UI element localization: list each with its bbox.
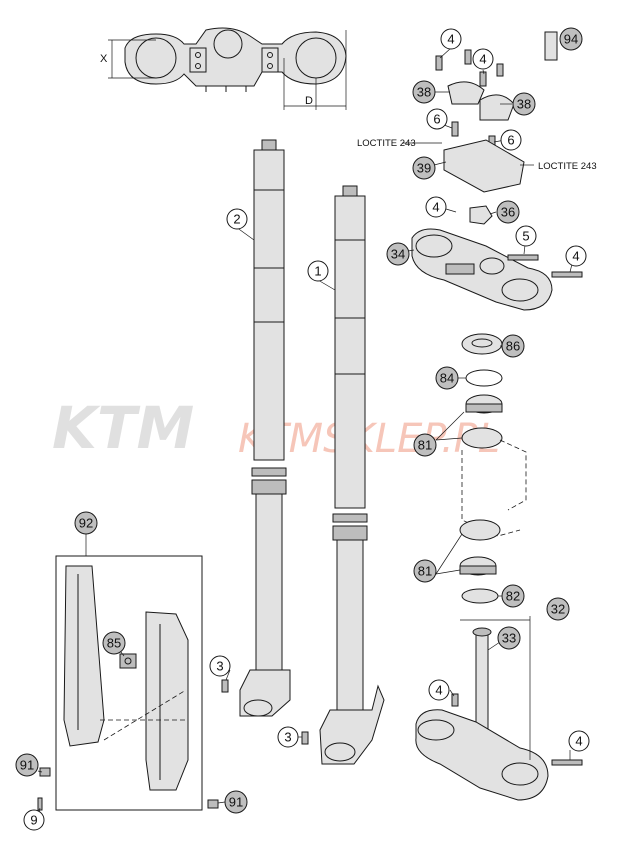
callout-82: 82	[501, 584, 525, 608]
svg-text:5: 5	[522, 229, 529, 244]
svg-text:92: 92	[79, 516, 93, 531]
loctite-note-left: LOCTITE 243	[357, 138, 416, 149]
callout-32: 32	[546, 597, 570, 621]
triple-clamp-dimension-view: X D	[100, 27, 347, 110]
svg-text:84: 84	[440, 371, 454, 386]
svg-text:6: 6	[433, 112, 440, 127]
callout-4: 4	[565, 245, 587, 267]
loctite-note-right: LOCTITE 243	[538, 161, 597, 172]
svg-text:39: 39	[417, 161, 431, 176]
callout-4: 4	[568, 730, 590, 752]
callout-2: 2	[226, 208, 248, 230]
svg-text:4: 4	[575, 734, 582, 749]
callout-4: 4	[472, 48, 494, 70]
svg-text:4: 4	[572, 249, 579, 264]
callout-36: 36	[496, 200, 520, 224]
callout-5: 5	[515, 225, 537, 247]
svg-text:4: 4	[447, 32, 454, 47]
svg-text:4: 4	[435, 683, 442, 698]
callout-81: 81	[413, 433, 437, 457]
svg-text:36: 36	[501, 205, 515, 220]
callout-4: 4	[425, 196, 447, 218]
svg-text:82: 82	[506, 589, 520, 604]
svg-text:4: 4	[479, 52, 486, 67]
svg-text:9: 9	[30, 813, 37, 828]
callouts: 94 4 4 38 38 6 6 39 4 36 5 34 4 86 84 81…	[15, 27, 590, 831]
svg-text:38: 38	[517, 97, 531, 112]
svg-text:3: 3	[284, 730, 291, 745]
callout-3: 3	[277, 726, 299, 748]
callout-84: 84	[435, 366, 459, 390]
callout-3: 3	[209, 655, 231, 677]
callout-38: 38	[512, 92, 536, 116]
callout-94: 94	[559, 27, 583, 51]
svg-text:34: 34	[391, 247, 405, 262]
svg-text:85: 85	[107, 636, 121, 651]
callout-6: 6	[500, 129, 522, 151]
dimension-x-label: X	[100, 53, 108, 65]
callout-6: 6	[426, 108, 448, 130]
svg-text:86: 86	[506, 339, 520, 354]
callout-4: 4	[428, 679, 450, 701]
fork-leg-1	[319, 185, 385, 765]
svg-text:6: 6	[507, 133, 514, 148]
callout-92: 92	[74, 511, 98, 535]
dimension-d-label: D	[305, 95, 313, 107]
callout-4: 4	[440, 28, 462, 50]
callout-86: 86	[501, 334, 525, 358]
callout-39: 39	[412, 156, 436, 180]
svg-text:4: 4	[432, 200, 439, 215]
fork-guards-group	[55, 555, 203, 811]
loctite-notes: LOCTITE 243 LOCTITE 243	[357, 138, 597, 172]
svg-text:33: 33	[502, 631, 516, 646]
watermark-brand: KTM	[52, 394, 194, 462]
callout-33: 33	[497, 626, 521, 650]
svg-text:32: 32	[551, 602, 565, 617]
callout-34: 34	[386, 242, 410, 266]
callout-38: 38	[412, 80, 436, 104]
small-bolts	[37, 679, 309, 811]
callout-85: 85	[102, 631, 126, 655]
callout-9: 9	[23, 809, 45, 831]
svg-text:91: 91	[20, 758, 34, 773]
svg-text:81: 81	[418, 564, 432, 579]
svg-text:38: 38	[417, 85, 431, 100]
svg-text:2: 2	[233, 212, 240, 227]
callout-81: 81	[413, 559, 437, 583]
fork-leg-2	[239, 139, 291, 717]
svg-text:81: 81	[418, 438, 432, 453]
callout-1: 1	[307, 260, 329, 282]
callout-91: 91	[15, 753, 39, 777]
svg-text:3: 3	[216, 659, 223, 674]
callout-91: 91	[224, 790, 248, 814]
svg-text:94: 94	[564, 32, 578, 47]
svg-text:1: 1	[314, 264, 321, 279]
svg-text:91: 91	[229, 795, 243, 810]
